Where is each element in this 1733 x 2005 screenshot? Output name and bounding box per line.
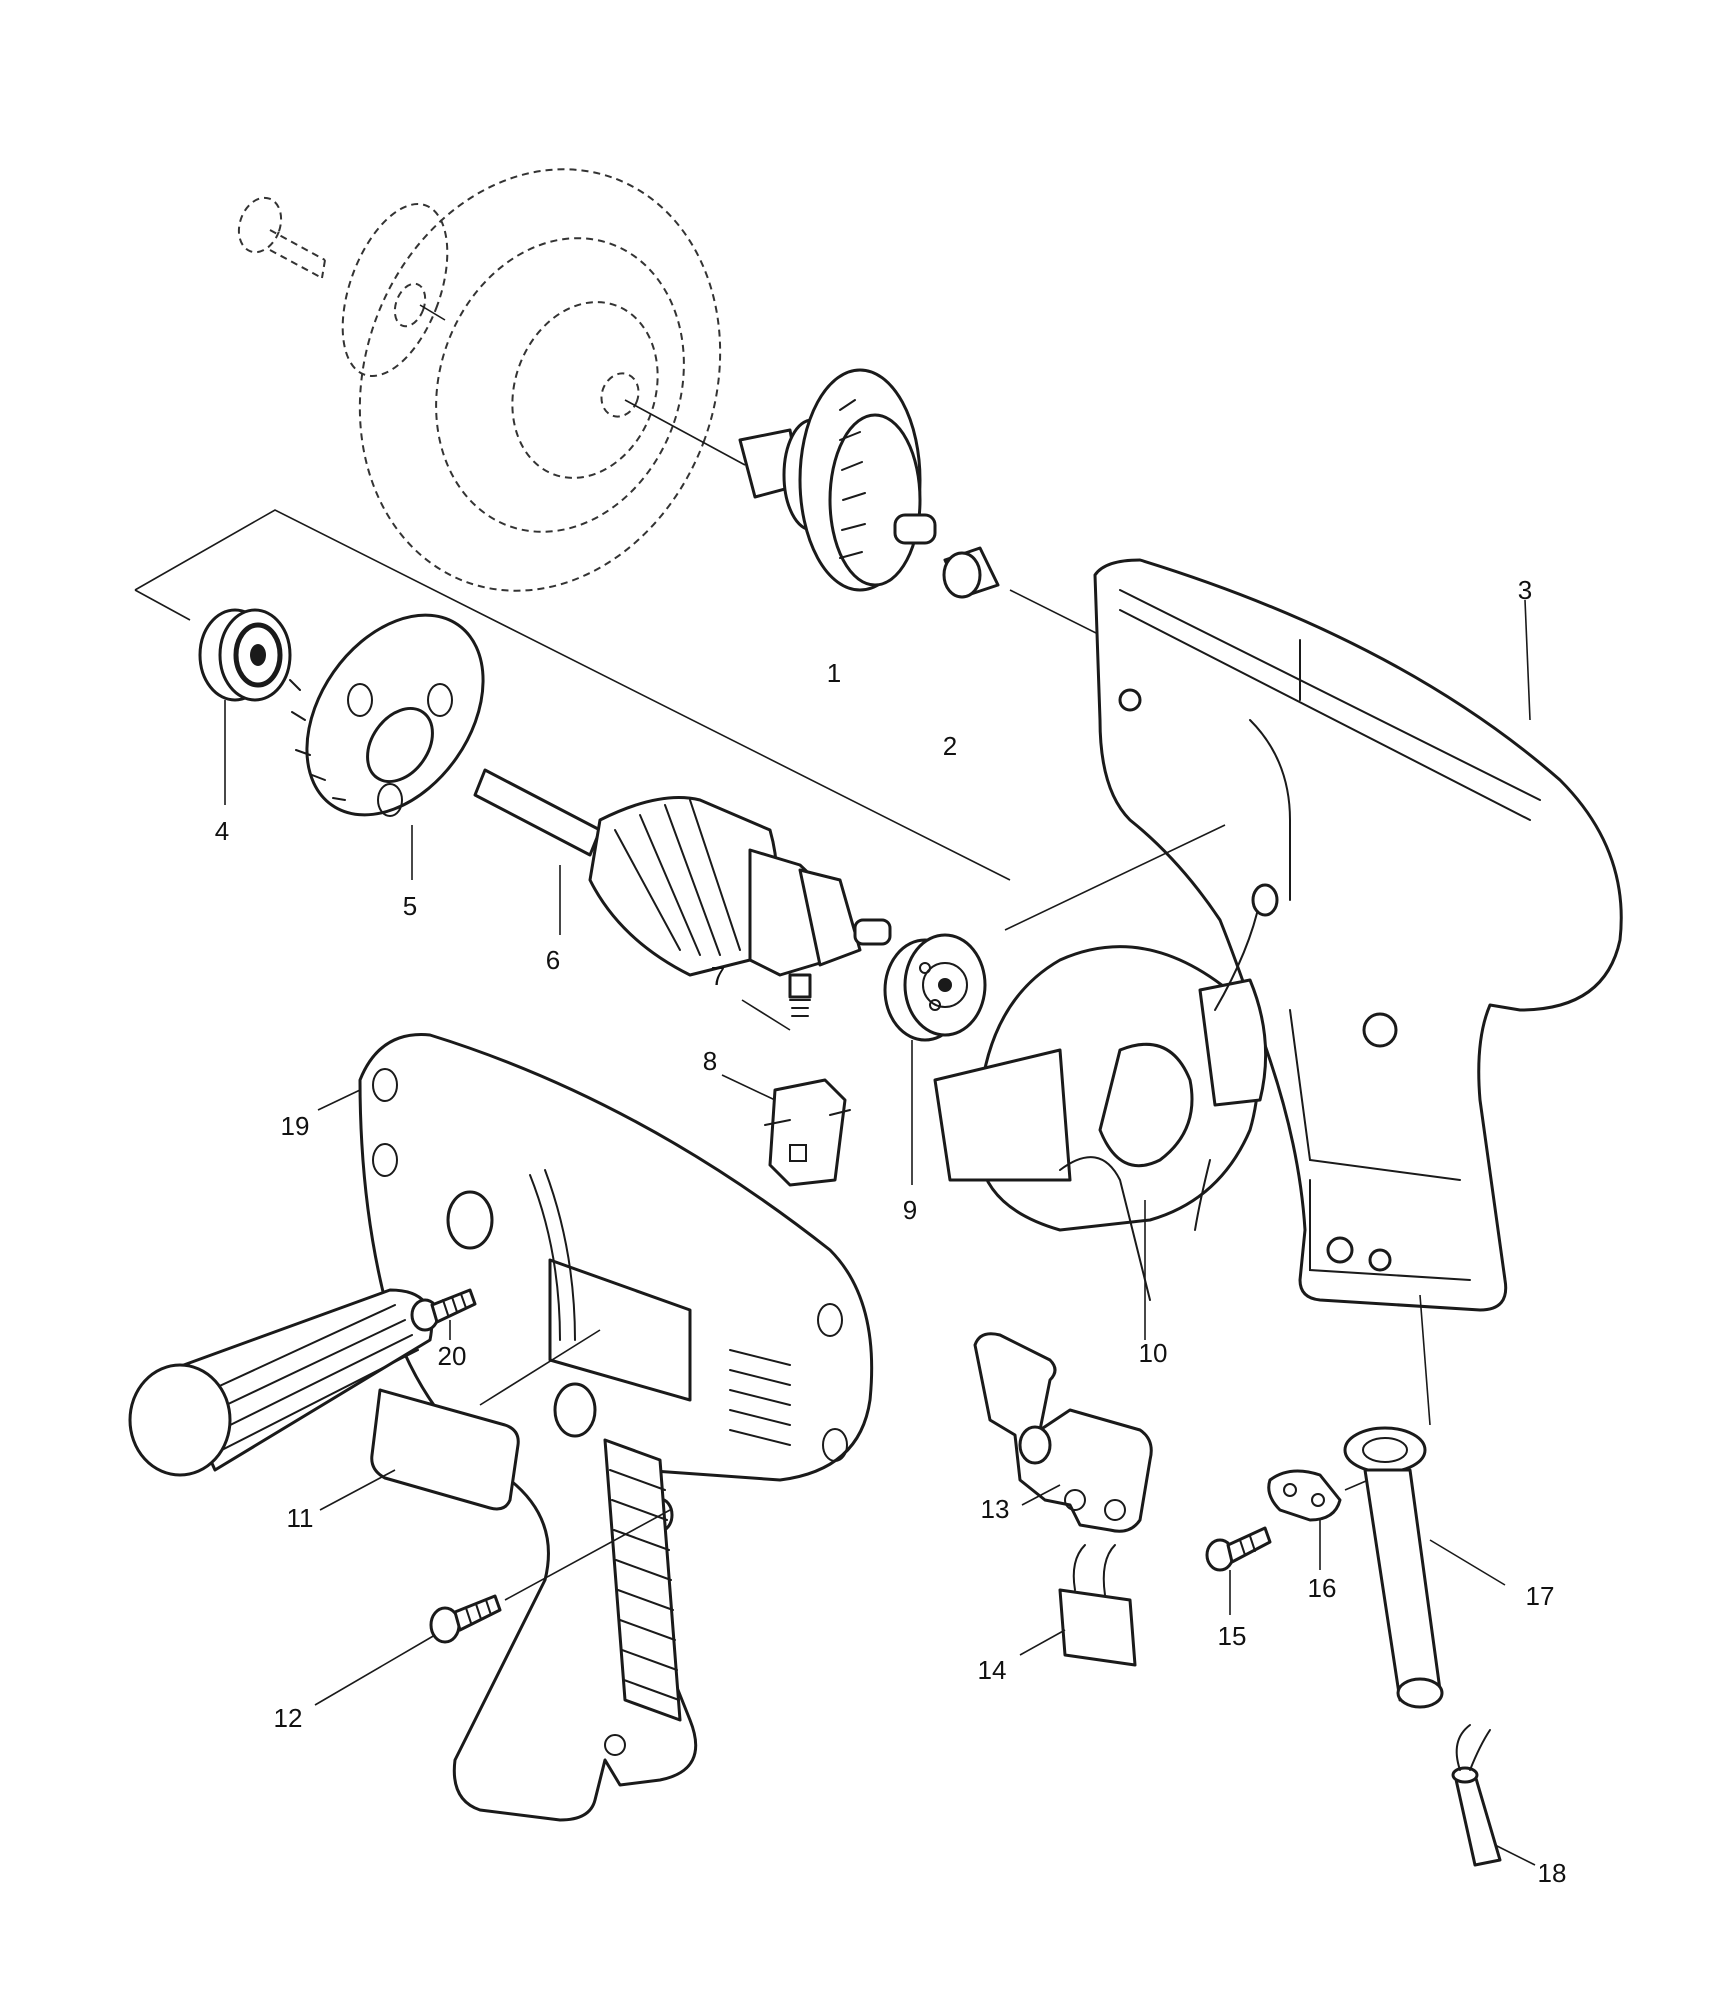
part-14-suppressor (1019, 1544, 1137, 1667)
callout-17: 17 (1526, 1581, 1555, 1611)
callout-1: 1 (827, 658, 841, 688)
callout-7: 7 (711, 961, 725, 991)
part-15-screw (1205, 1526, 1272, 1615)
part-11-name-plate (319, 1329, 601, 1511)
callout-20: 20 (438, 1341, 467, 1371)
part-19-housing-half (317, 1033, 874, 1822)
part-12-screw (314, 1509, 671, 1706)
part-9-ball-bearing (883, 933, 987, 1185)
part-3-housing-half (1004, 558, 1623, 1312)
part-5-fan (289, 613, 485, 880)
part-17-cord-guard (1343, 1294, 1506, 1709)
callout-18: 18 (1538, 1858, 1567, 1888)
callout-2: 2 (943, 731, 957, 761)
assembly-guide-lines (134, 509, 1011, 881)
callout-5: 5 (403, 891, 417, 921)
part-20-screw (410, 1288, 477, 1340)
part-18-power-cord (1451, 1724, 1536, 1867)
callout-4: 4 (215, 816, 229, 846)
callout-10: 10 (1139, 1338, 1168, 1368)
part-1-spindle-gear (738, 368, 937, 592)
part-13-switch (973, 1332, 1153, 1533)
callout-3: 3 (1518, 575, 1532, 605)
part-8-brush-holder (721, 1074, 851, 1187)
part-7-carbon-brush (741, 973, 812, 1031)
callout-12: 12 (274, 1703, 303, 1733)
callout-9: 9 (903, 1195, 917, 1225)
callout-8: 8 (703, 1046, 717, 1076)
dashed-sanding-disc-accessory (237, 168, 746, 592)
part-10-field-coil (933, 883, 1279, 1340)
callout-labels: 1 2 3 4 5 6 7 8 9 10 11 12 13 14 15 16 1… (215, 575, 1567, 1888)
part-16-cord-clamp (1267, 1469, 1381, 1570)
callout-13: 13 (981, 1494, 1010, 1524)
callout-15: 15 (1218, 1621, 1247, 1651)
callout-6: 6 (546, 945, 560, 975)
part-4-ball-bearing (198, 608, 292, 805)
part-6-armature (473, 768, 892, 977)
callout-14: 14 (978, 1655, 1007, 1685)
callout-19: 19 (281, 1111, 310, 1141)
callout-11: 11 (287, 1503, 314, 1533)
callout-16: 16 (1308, 1573, 1337, 1603)
